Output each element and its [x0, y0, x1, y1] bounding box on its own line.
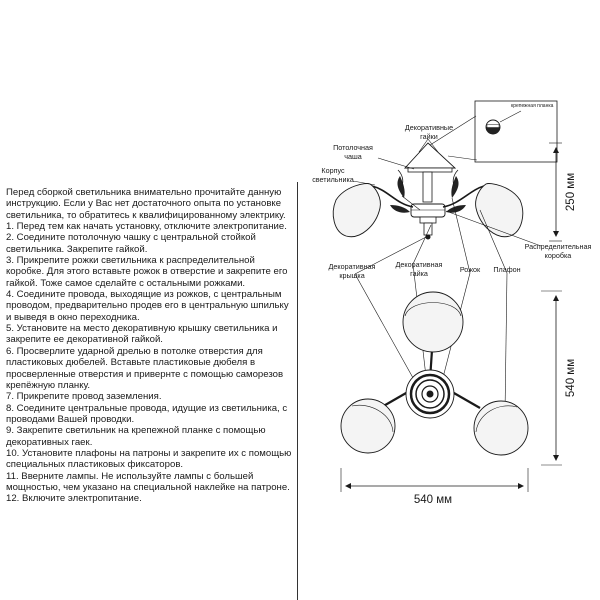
- top-shade: [402, 291, 464, 353]
- instruction-step: 10. Установите плафоны на патроны и закр…: [6, 447, 292, 471]
- instructions-text: Перед сборкой светильника внимательно пр…: [6, 187, 292, 505]
- label-distribution-box-1: Распределительная: [525, 242, 592, 251]
- instruction-step: 6. Просверлите ударной дрелью в потолке …: [6, 345, 284, 391]
- instruction-step: 8. Соедините центральные провода, идущие…: [6, 402, 288, 425]
- mounting-plate-inset: крепежная планка: [418, 100, 558, 163]
- label-ceiling-cup-2: чаша: [344, 152, 362, 161]
- label-lamp-body-2: светильника: [312, 175, 354, 184]
- label-decorative-nuts-1: Декоративные: [405, 123, 453, 132]
- instruction-step: 11. Вверните лампы. Не используйте лампы…: [6, 470, 290, 493]
- instruction-step: 3. Прикрепите рожки светильника к распре…: [6, 255, 288, 289]
- chandelier-side-view: [332, 142, 562, 242]
- label-distribution-box-2: коробка: [545, 251, 572, 260]
- label-ceiling-cup-1: Потолочная: [333, 143, 373, 152]
- instruction-step: 1. Перед тем как начать установку, отклю…: [6, 221, 287, 233]
- dimension-height-plan: 540 мм: [565, 359, 577, 397]
- instruction-step: 2. Соедините потолочную чашку с централь…: [6, 232, 256, 255]
- distribution-box: [410, 203, 446, 218]
- left-shade: [332, 183, 381, 238]
- label-socket-arm: Рожок: [460, 265, 481, 274]
- label-decorative-nuts-2: гайки: [420, 132, 438, 141]
- instruction-step: Перед сборкой светильника внимательно пр…: [6, 187, 286, 221]
- bottom-right-shade: [473, 400, 529, 456]
- chandelier-plan-view: [340, 290, 562, 492]
- instruction-step: 12. Включите электропитание.: [6, 493, 142, 505]
- instruction-step: 9. Закрепите светильник на крепежной пла…: [6, 425, 266, 448]
- column-divider: [297, 182, 298, 600]
- leader-lines: [352, 138, 542, 414]
- instruction-step: 4. Соедините провода, выходящие из рожко…: [6, 289, 289, 323]
- label-decorative-nut-2: гайка: [410, 269, 428, 278]
- instruction-step: 7. Прикрепите провод заземления.: [6, 391, 162, 403]
- part-labels: Декоративные гайки Потолочная чаша Корпу…: [312, 123, 591, 506]
- label-decorative-cover-2: крышка: [339, 271, 364, 280]
- dimension-width-plan: 540 мм: [414, 494, 452, 506]
- label-shade: Плафон: [493, 265, 520, 274]
- dimension-height-top: 250 мм: [565, 173, 577, 211]
- bottom-left-shade: [340, 398, 396, 454]
- instruction-step: 5. Установите на место декоративную крыш…: [6, 323, 278, 346]
- left-arm: [371, 185, 414, 208]
- ceiling-cup: [403, 142, 457, 169]
- label-decorative-nut-1: Декоративная: [396, 260, 443, 269]
- label-lamp-body-1: Корпус: [321, 166, 345, 175]
- right-arm: [442, 185, 485, 208]
- inset-label: крепежная планка: [511, 103, 554, 109]
- right-shade: [475, 183, 524, 238]
- label-decorative-cover-1: Декоративная: [329, 262, 376, 271]
- center-stem: [422, 171, 433, 203]
